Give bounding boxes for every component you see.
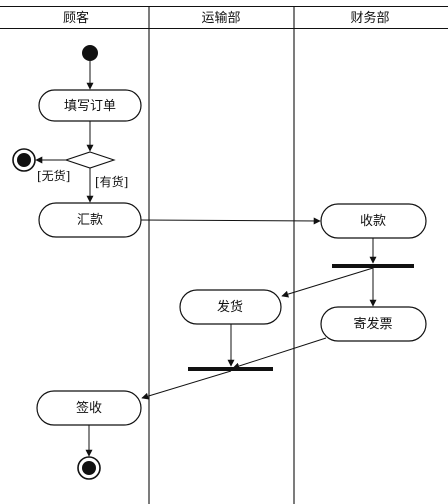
edge-join-to-sign	[141, 370, 232, 400]
lane-title-finance: 财务部	[350, 10, 389, 26]
edge-fork-to-ship	[281, 267, 374, 298]
join-bar	[188, 367, 273, 371]
final-node-no-stock	[12, 148, 36, 172]
activity-pay-label: 汇款	[77, 213, 103, 228]
edge-send-invoice-to-join	[232, 337, 327, 370]
decision-node	[64, 151, 116, 169]
guard-in-stock: [有货]	[95, 174, 128, 189]
activity-pay: 汇款	[38, 202, 142, 238]
activity-collect: 收款	[320, 203, 427, 239]
activity-send-invoice-label: 寄发票	[353, 316, 392, 332]
activity-ship-label: 发货	[217, 299, 243, 315]
activity-ship: 发货	[179, 289, 282, 325]
guard-no-stock: [无货]	[37, 168, 70, 183]
edge-pay-to-collect	[140, 217, 321, 225]
activity-sign-label: 签收	[76, 400, 102, 416]
activity-fill-order: 填写订单	[38, 89, 142, 122]
activity-send-invoice: 寄发票	[320, 306, 427, 342]
lane-title-customer: 顾客	[63, 10, 89, 26]
activity-collect-label: 收款	[360, 214, 386, 229]
activity-sign: 签收	[36, 390, 142, 426]
final-node	[77, 456, 101, 480]
activity-fill-order-label: 填写订单	[64, 99, 116, 114]
initial-node	[82, 45, 98, 61]
lane-title-shipping: 运输部	[201, 10, 240, 26]
fork-bar	[332, 264, 414, 268]
